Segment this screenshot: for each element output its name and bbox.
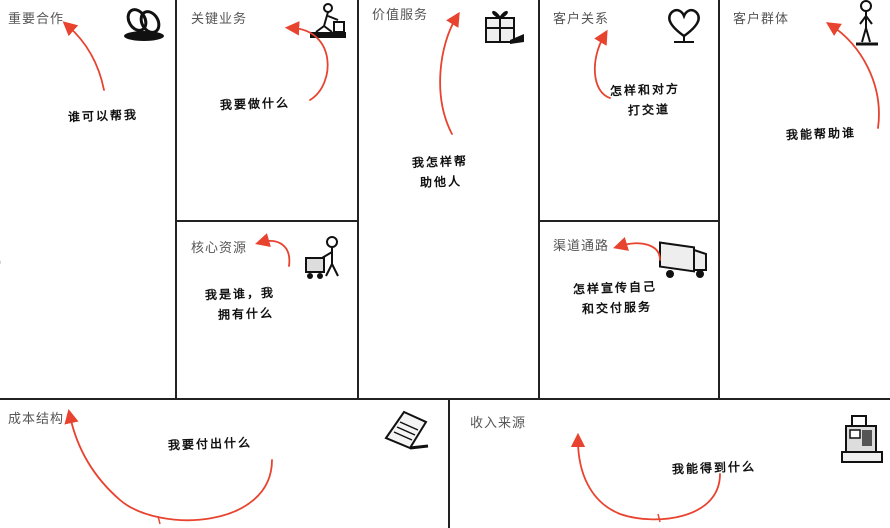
divider (448, 400, 450, 528)
divider (177, 220, 357, 222)
chain-link-icon (124, 8, 164, 41)
divider (538, 0, 540, 398)
heart-icon (668, 8, 700, 43)
arrow (613, 237, 661, 261)
block-note-line1: 我是谁，我 (204, 285, 276, 303)
block-title: 客户群体 (733, 12, 790, 27)
arrow (570, 432, 721, 521)
arrow (62, 21, 105, 91)
arrow (64, 408, 273, 522)
edge-mark: ) (0, 255, 1, 271)
block-note: 我要付出什么 (167, 435, 253, 453)
block-title: 成本结构 (8, 412, 65, 427)
block-note-line1: 怎样和对方 (609, 81, 681, 99)
block-note-line2: 打交道 (627, 102, 671, 118)
block-note-line2: 拥有什么 (217, 306, 275, 322)
standing-person-icon (856, 0, 878, 46)
divider (540, 220, 718, 222)
document-icon (384, 410, 429, 450)
block-title: 重要合作 (8, 12, 65, 27)
block-title: 关键业务 (191, 12, 248, 27)
block-note: 谁可以帮我 (67, 107, 139, 125)
arrow (255, 233, 291, 267)
divider (175, 0, 177, 398)
person-with-cart-icon (305, 236, 339, 279)
divider (357, 0, 359, 398)
block-title: 渠道通路 (553, 239, 610, 254)
worker-icon (310, 3, 346, 38)
block-title: 客户关系 (553, 12, 610, 27)
delivery-truck-icon (659, 241, 707, 278)
arrow (593, 29, 611, 99)
block-note-line2: 和交付服务 (581, 299, 653, 317)
block-title: 价值服务 (372, 8, 429, 23)
cash-register-icon (841, 415, 883, 463)
block-title: 核心资源 (191, 241, 248, 256)
block-note-line2: 助他人 (419, 174, 463, 190)
block-note: 我要做什么 (219, 95, 291, 113)
divider (0, 398, 890, 400)
gift-box-icon (485, 11, 524, 44)
block-note-line1: 我怎样帮 (411, 154, 469, 170)
divider (718, 0, 720, 398)
block-note: 我能得到什么 (671, 459, 757, 477)
arrow (439, 11, 460, 135)
block-title: 收入来源 (470, 416, 527, 431)
block-note: 我能帮助谁 (785, 125, 857, 143)
